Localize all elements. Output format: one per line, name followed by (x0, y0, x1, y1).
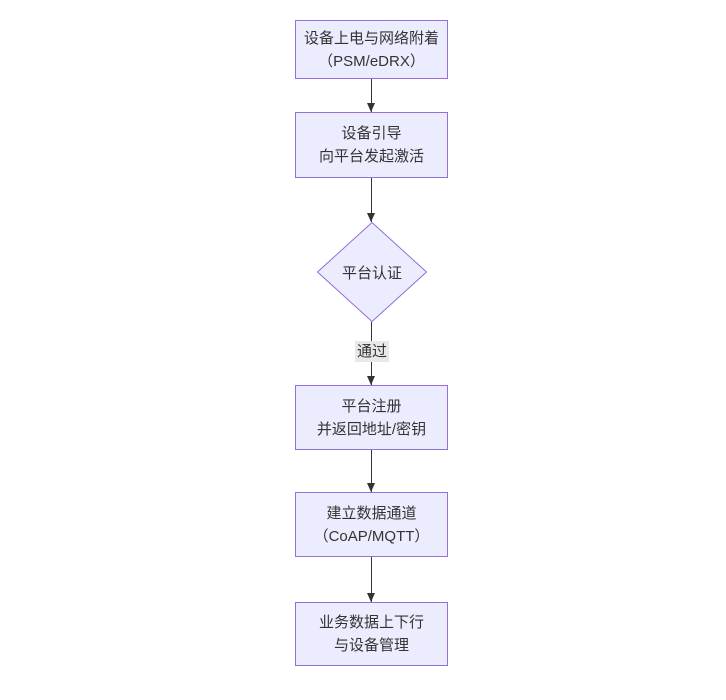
node-platform-register: 平台注册 并返回地址/密钥 (295, 385, 448, 450)
node-device-bootstrap: 设备引导 向平台发起激活 (295, 112, 448, 178)
node-business-data-label: 业务数据上下行 与设备管理 (318, 614, 424, 654)
decision-platform-auth-label: 平台认证 (341, 264, 402, 282)
node-power-on-network-attach: 设备上电与网络附着 （PSM/eDRX） (295, 20, 448, 79)
decision-diamond-shape (317, 222, 427, 322)
node-data-channel-label: 建立数据通道 （CoAP/MQTT） (313, 504, 430, 545)
flow-arrow-1 (367, 79, 375, 112)
flow-arrow-2 (367, 178, 375, 222)
edge-label-pass: 通过 (354, 341, 390, 362)
node-platform-register-label: 平台注册 并返回地址/密钥 (316, 397, 427, 438)
node-device-bootstrap-label: 设备引导 向平台发起激活 (318, 125, 424, 165)
decision-platform-auth: 平台认证 (317, 222, 427, 322)
node-power-on-network-attach-label: 设备上电与网络附着 （PSM/eDRX） (303, 29, 439, 70)
node-business-data: 业务数据上下行 与设备管理 (295, 602, 448, 666)
flow-arrow-4 (367, 450, 375, 492)
node-data-channel: 建立数据通道 （CoAP/MQTT） (295, 492, 448, 557)
flow-arrow-5 (367, 557, 375, 602)
